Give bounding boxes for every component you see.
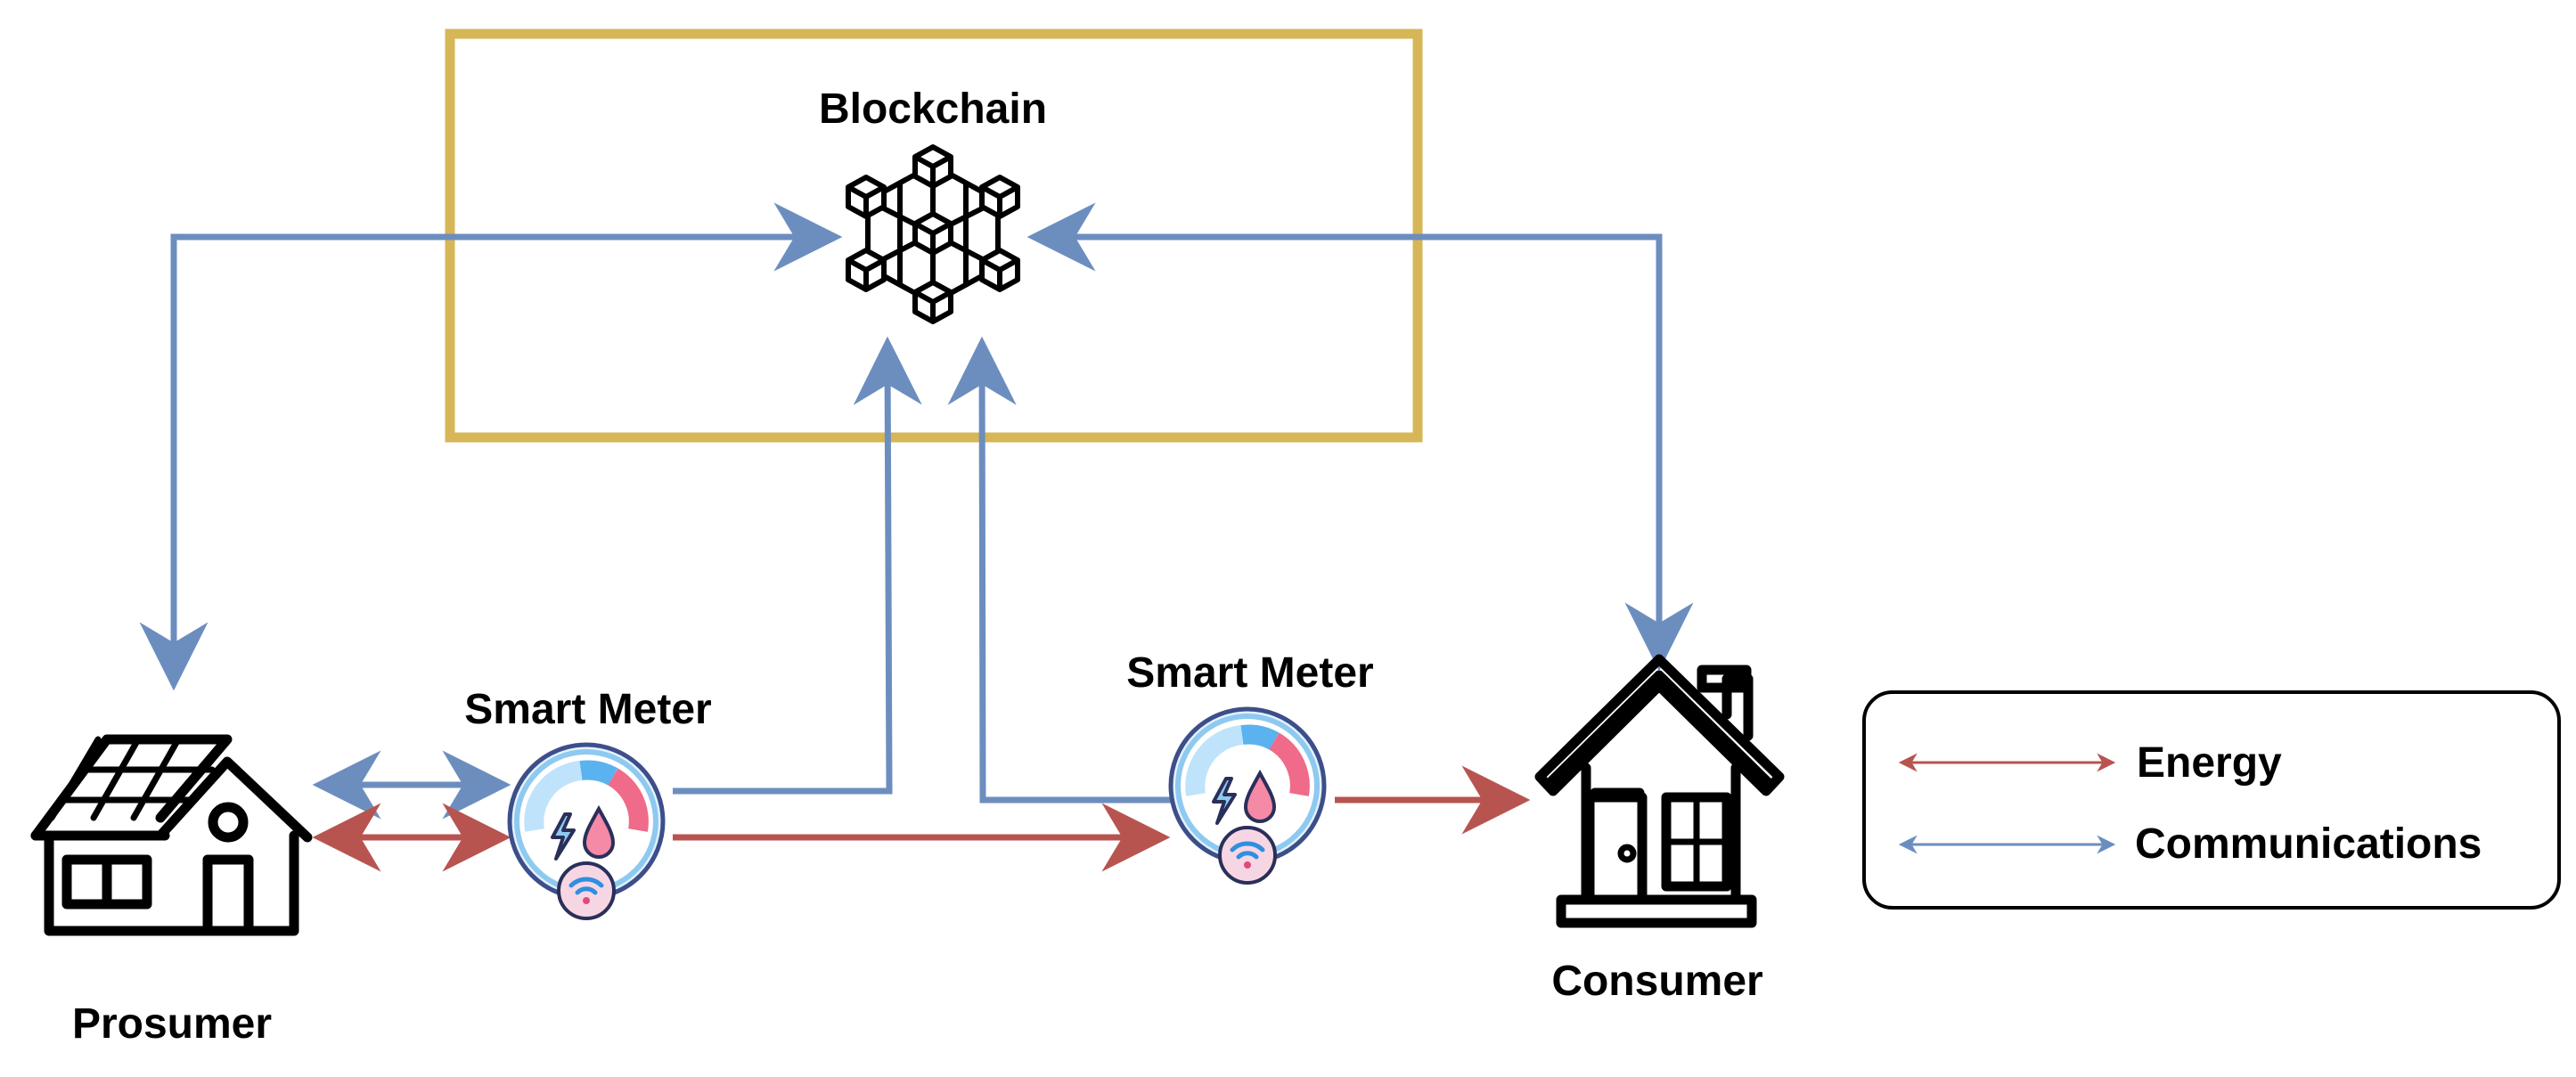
prosumer-label: Prosumer <box>72 1000 272 1048</box>
comm-link-meter-right-blockchain <box>947 336 1174 804</box>
comm-link-consumer-blockchain <box>1026 202 1694 672</box>
house-icon <box>1534 654 1785 928</box>
smart-meter-left-label: Smart Meter <box>464 686 711 733</box>
consumer-label: Consumer <box>1551 958 1762 1005</box>
blockchain-label: Blockchain <box>819 86 1047 133</box>
legend-energy-label: Energy <box>2137 739 2282 787</box>
solar-house-icon <box>30 734 313 936</box>
legend-communications-label: Communications <box>2135 820 2482 868</box>
smart-meter-right-label: Smart Meter <box>1126 649 1373 697</box>
smart-meter-gauge-icon <box>507 742 666 920</box>
comm-link-prosumer-blockchain <box>139 202 843 691</box>
smart-meter-gauge-icon <box>1168 706 1327 885</box>
comm-link-meter-left-blockchain <box>673 336 922 795</box>
legend-box <box>1862 690 2561 910</box>
legend: Energy Communications <box>1862 690 2561 910</box>
blockchain-network-icon <box>848 147 1018 322</box>
